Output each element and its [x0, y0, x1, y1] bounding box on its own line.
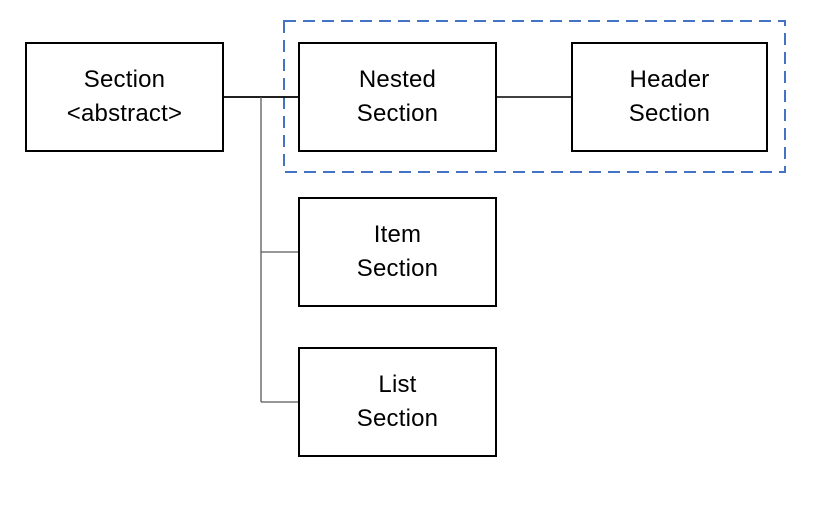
group-outline-dashed: [283, 20, 786, 173]
node-item-section[interactable]: Item Section: [298, 197, 497, 307]
node-section-abstract-label: Section <abstract>: [66, 66, 183, 127]
node-list-section-label: List Section: [356, 371, 439, 432]
node-section-abstract[interactable]: Section <abstract>: [25, 42, 224, 152]
node-header-section[interactable]: Header Section: [571, 42, 768, 152]
node-header-section-label: Header Section: [628, 66, 711, 127]
node-nested-section-label: Nested Section: [356, 66, 439, 127]
node-list-section[interactable]: List Section: [298, 347, 497, 457]
node-item-section-label: Item Section: [356, 221, 439, 282]
node-nested-section[interactable]: Nested Section: [298, 42, 497, 152]
